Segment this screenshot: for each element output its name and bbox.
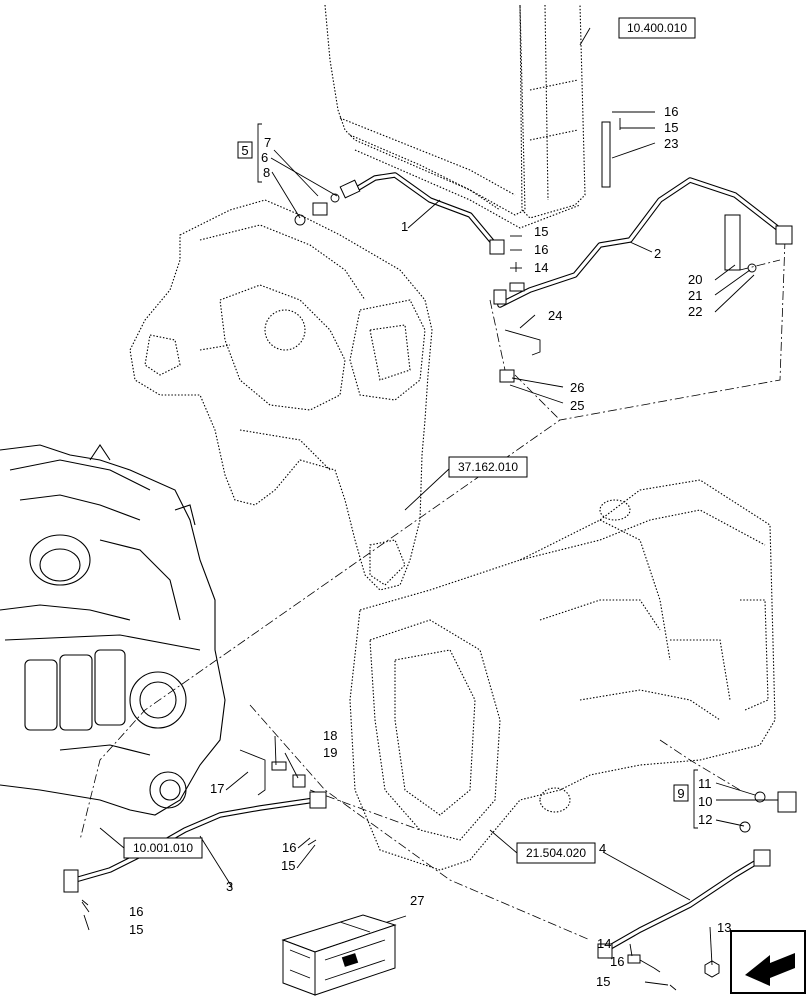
callout-2: 2	[654, 246, 661, 261]
kit-9-label: 9	[677, 786, 684, 801]
callout-25: 25	[570, 398, 584, 413]
callout-15d: 15	[281, 858, 295, 873]
leader-lines	[81, 27, 778, 986]
callout-15c: 15	[664, 120, 678, 135]
arrow-nav-icon[interactable]	[730, 930, 806, 994]
callout-19: 19	[323, 745, 337, 760]
ref-box-top[interactable]: 10.400.010	[618, 17, 696, 39]
cab-post-frame	[324, 4, 586, 229]
callout-7: 7	[264, 135, 271, 150]
pipe-1	[339, 172, 505, 255]
callout-1: 1	[401, 219, 408, 234]
transmission-housing	[349, 479, 776, 871]
callout-15e: 15	[129, 922, 143, 937]
callout-21: 21	[688, 288, 702, 303]
callout-15a: 15	[534, 224, 548, 239]
kit-5-label: 5	[241, 143, 248, 158]
ref-box-engine[interactable]: 10.001.010	[123, 837, 203, 859]
callout-10: 10	[698, 794, 712, 809]
pipe-3	[63, 791, 327, 893]
fittings	[81, 118, 797, 991]
callout-20: 20	[688, 272, 702, 287]
callouts: 1 2 3 4 7 6 8 11 10 12 13 15 16 14 14 16…	[129, 104, 731, 989]
callout-26: 26	[570, 380, 584, 395]
ref-mid-text: 37.162.010	[458, 460, 518, 474]
callout-27: 27	[410, 893, 424, 908]
alignment-lines	[79, 239, 786, 941]
callout-3: 3	[226, 879, 233, 894]
callout-22: 22	[688, 304, 702, 319]
pipe-2	[493, 177, 793, 308]
kit-9: 9	[673, 769, 698, 829]
callout-13: 13	[717, 920, 731, 935]
callout-6: 6	[261, 150, 268, 165]
callout-14a: 14	[534, 260, 548, 275]
callout-16c: 16	[664, 104, 678, 119]
ref-box-trans[interactable]: 21.504.020	[516, 842, 596, 864]
front-support-casting	[129, 199, 433, 591]
callout-8: 8	[263, 165, 270, 180]
callout-23: 23	[664, 136, 678, 151]
ref-trans-text: 21.504.020	[526, 846, 586, 860]
callout-4: 4	[599, 841, 606, 856]
callout-16e: 16	[129, 904, 143, 919]
callout-17: 17	[210, 781, 224, 796]
callout-24: 24	[548, 308, 562, 323]
callout-12: 12	[698, 812, 712, 827]
callout-18: 18	[323, 728, 337, 743]
kit-5: 5	[237, 123, 262, 183]
pipe-4	[597, 849, 771, 959]
callout-16b: 16	[610, 954, 624, 969]
callout-16a: 16	[534, 242, 548, 257]
callout-16d: 16	[282, 840, 296, 855]
callout-14b: 14	[597, 936, 611, 951]
engine-block	[0, 444, 226, 816]
ref-box-mid[interactable]: 37.162.010	[448, 456, 528, 478]
callout-15b: 15	[596, 974, 610, 989]
callout-11: 11	[698, 776, 712, 791]
ref-top-text: 10.400.010	[627, 21, 687, 35]
ref-engine-text: 10.001.010	[133, 841, 193, 855]
parts-kit-crate-icon	[281, 914, 397, 996]
